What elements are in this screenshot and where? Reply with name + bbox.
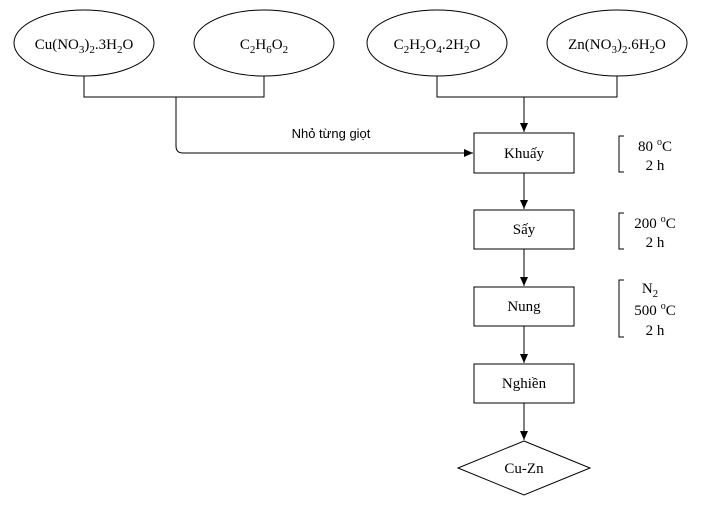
dropwise-label: Nhỏ từng giọt bbox=[292, 126, 371, 141]
conditions-dry-time: 2 h bbox=[646, 235, 665, 251]
reagent-cu-nitrate: Cu(NO3)2.3H2O bbox=[13, 9, 155, 77]
conditions-stir-bracket bbox=[618, 135, 624, 173]
dropwise-arrow bbox=[175, 97, 473, 157]
step-calcine: Nung bbox=[473, 286, 575, 327]
step-stir: Khuấy bbox=[473, 132, 575, 174]
reagent-ethylene-glycol-label: C2H6O2 bbox=[240, 37, 288, 56]
step-grind-label: Nghiền bbox=[502, 376, 547, 392]
reagent-zn-nitrate: Zn(NO3)2.6H2O bbox=[546, 9, 688, 77]
conditions-dry-bracket bbox=[618, 212, 624, 250]
conditions-stir-time: 2 h bbox=[646, 158, 665, 174]
step-dry: Sấy bbox=[473, 209, 575, 250]
step-calcine-label: Nung bbox=[507, 299, 541, 315]
step-dry-label: Sấy bbox=[513, 222, 536, 238]
reagent-cu-nitrate-label: Cu(NO3)2.3H2O bbox=[35, 37, 134, 56]
step-grind: Nghiền bbox=[473, 363, 575, 404]
reagent-oxalic-acid-label: C2H2O4.2H2O bbox=[394, 37, 481, 56]
reagent-oxalic-acid: C2H2O4.2H2O bbox=[366, 9, 508, 77]
product-label: Cu-Zn bbox=[504, 461, 544, 477]
product-node: Cu-Zn bbox=[456, 440, 592, 496]
right-pair-bracket bbox=[436, 76, 618, 98]
left-pair-bracket bbox=[83, 76, 265, 98]
conditions-calcine-time: 2 h bbox=[646, 323, 665, 339]
step-stir-label: Khuấy bbox=[504, 146, 544, 162]
reagent-zn-nitrate-label: Zn(NO3)2.6H2O bbox=[568, 37, 666, 56]
conditions-calcine-gas: N2 bbox=[642, 281, 658, 300]
reagent-ethylene-glycol: C2H6O2 bbox=[193, 9, 335, 77]
conditions-calcine-bracket bbox=[618, 279, 624, 338]
